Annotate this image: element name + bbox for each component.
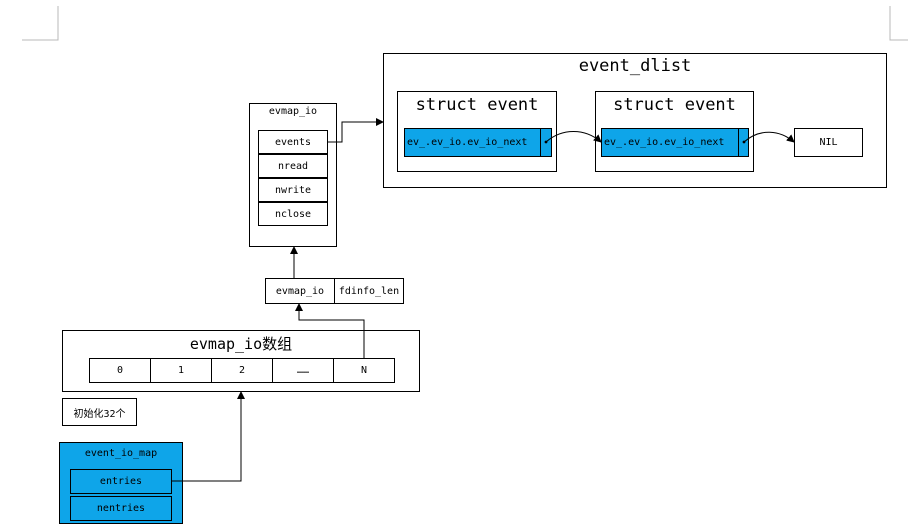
evmap-io-field-nread: nread bbox=[258, 154, 328, 178]
event-io-map-field-entries: entries bbox=[70, 469, 172, 494]
ev-io-next-field-2: ev_.ev_io.ev_io_next bbox=[601, 128, 749, 157]
evmap-io-field-events-label: events bbox=[274, 136, 312, 148]
arrow-array-n-to-pair bbox=[295, 303, 365, 358]
arrow-node2-to-nil bbox=[743, 131, 795, 143]
array-cell-n: N bbox=[333, 358, 395, 383]
evmap-io-struct-title: evmap_io bbox=[268, 106, 318, 117]
pair-fdinfo-len-cell: fdinfo_len bbox=[334, 278, 404, 304]
ev-io-next-field-1-divider bbox=[540, 128, 541, 157]
evmap-io-field-nwrite-label: nwrite bbox=[274, 184, 312, 196]
event-io-map-field-nentries-label: nentries bbox=[96, 503, 146, 514]
ev-io-next-field-1-label: ev_.ev_io.ev_io_next bbox=[407, 137, 528, 148]
evmap-io-field-nclose-label: nclose bbox=[274, 208, 312, 220]
ev-io-next-field-2-divider bbox=[738, 128, 739, 157]
event-io-map-field-entries-label: entries bbox=[99, 476, 143, 487]
init-count-note: 初始化32个 bbox=[62, 398, 137, 426]
pair-fdinfo-len-label: fdinfo_len bbox=[338, 285, 400, 297]
event-io-map-title: event_io_map bbox=[84, 448, 158, 459]
arrow-events-to-event-dlist bbox=[328, 118, 384, 143]
evmap-io-field-nread-label: nread bbox=[277, 160, 309, 172]
ev-io-next-field-2-label: ev_.ev_io.ev_io_next bbox=[604, 137, 725, 148]
evmap-io-field-events: events bbox=[258, 130, 328, 154]
array-cell-1-label: 1 bbox=[177, 365, 185, 376]
ev-io-next-field-1: ev_.ev_io.ev_io_next bbox=[404, 128, 552, 157]
struct-event-node-1-title: struct event bbox=[415, 95, 539, 115]
evmap-io-field-nclose: nclose bbox=[258, 202, 328, 226]
struct-event-node-2-title: struct event bbox=[613, 95, 736, 115]
array-cell-n-label: N bbox=[360, 365, 368, 376]
nil-label: NIL bbox=[819, 137, 838, 148]
init-count-note-label: 初始化32个 bbox=[73, 408, 126, 420]
pair-evmap-io-cell: evmap_io bbox=[265, 278, 335, 304]
pair-evmap-io-label: evmap_io bbox=[275, 285, 325, 297]
array-cell-0-label: 0 bbox=[116, 365, 124, 376]
array-cell-1: 1 bbox=[150, 358, 212, 383]
evmap-io-field-nwrite: nwrite bbox=[258, 178, 328, 202]
event-dlist-title: event_dlist bbox=[578, 56, 692, 76]
arrow-node1-to-node2 bbox=[545, 131, 602, 143]
evmap-io-array-title: evmap_io数组 bbox=[189, 335, 293, 353]
nil-node: NIL bbox=[794, 128, 863, 157]
array-cell-ellipsis-label: …… bbox=[296, 365, 310, 376]
event-io-map-field-nentries: nentries bbox=[70, 496, 172, 521]
array-cell-ellipsis: …… bbox=[272, 358, 334, 383]
arrow-entries-to-array bbox=[172, 391, 245, 482]
array-cell-2: 2 bbox=[211, 358, 273, 383]
array-cell-2-label: 2 bbox=[238, 365, 246, 376]
